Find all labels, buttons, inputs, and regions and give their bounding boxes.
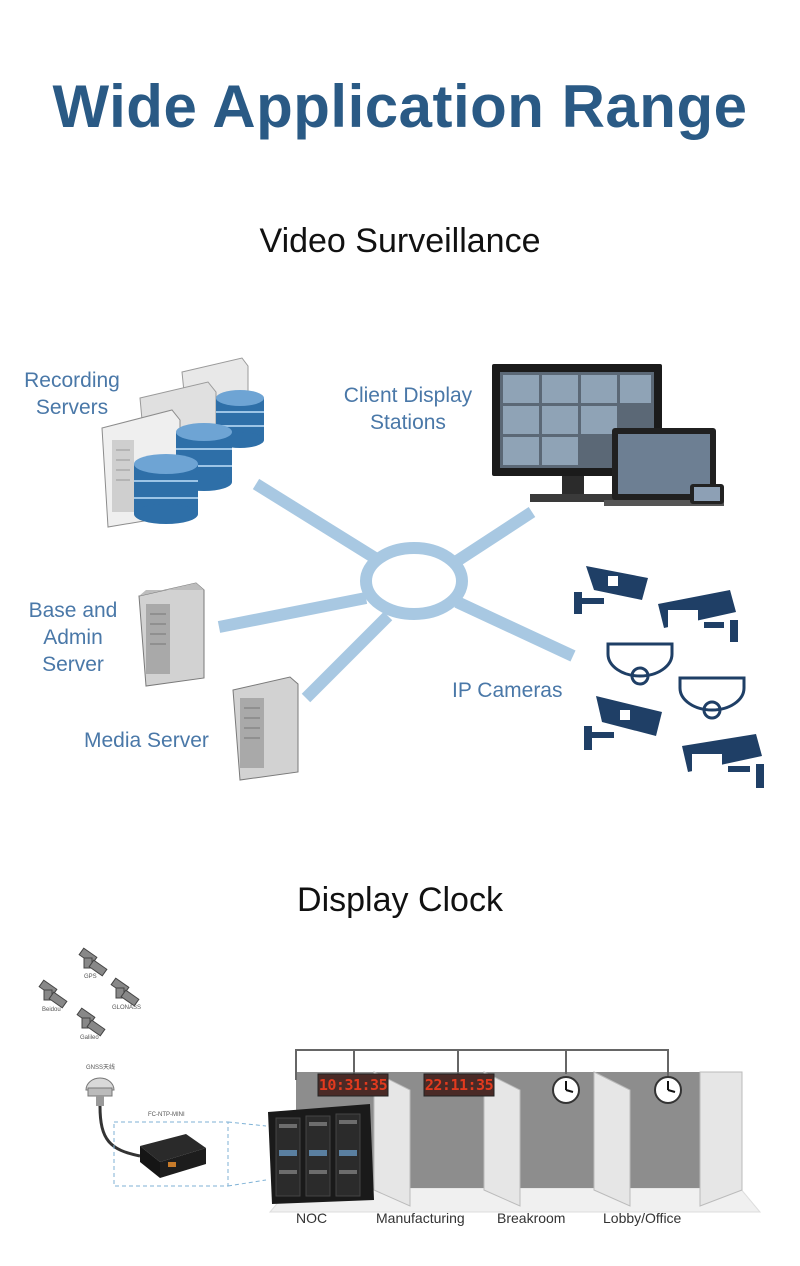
link-client-displays bbox=[453, 506, 536, 567]
label-base-admin-server: Base and Admin Server bbox=[28, 599, 118, 676]
satellite-label-glonass: GLONASS bbox=[112, 1005, 142, 1011]
zone-label-manufacturing: Manufacturing bbox=[376, 1210, 465, 1226]
led-display bbox=[317, 1073, 389, 1097]
satellite-label-beidou: Beidou bbox=[42, 1007, 61, 1013]
dome-camera-icon bbox=[606, 642, 674, 686]
client-display-icon bbox=[492, 364, 724, 506]
dome-camera-icon bbox=[678, 676, 746, 720]
display-clock-diagram bbox=[38, 947, 762, 1213]
satellite-icon bbox=[110, 977, 140, 1007]
clock-wiring bbox=[295, 1049, 669, 1080]
device-enclosure bbox=[113, 1121, 229, 1187]
label-media-server: Media Server bbox=[84, 729, 209, 752]
zone-label-breakroom: Breakroom bbox=[497, 1210, 566, 1226]
satellite-label-gps: GPS bbox=[84, 974, 97, 980]
antenna-label: GNSS天线 bbox=[86, 1065, 116, 1071]
analog-clock-icon bbox=[552, 1076, 580, 1104]
page-title: Wide Application Range bbox=[52, 73, 748, 140]
ip-camera-icon bbox=[658, 590, 738, 642]
link-recording-servers bbox=[252, 478, 379, 564]
database-icon bbox=[134, 454, 198, 524]
network-hub bbox=[360, 542, 468, 620]
display-clock-heading: Display Clock bbox=[297, 881, 503, 919]
ip-camera-icon bbox=[682, 734, 764, 788]
network-lines bbox=[217, 478, 576, 703]
label-client-display-stations: Client Display Stations bbox=[343, 384, 473, 434]
label-ip-cameras: IP Cameras bbox=[452, 679, 563, 702]
device-label: FC-NTP-MINI bbox=[148, 1112, 185, 1118]
link-media-server bbox=[301, 611, 393, 703]
ip-camera-icon bbox=[584, 696, 662, 750]
satellite-icon bbox=[78, 947, 108, 977]
link-ip-cameras bbox=[454, 596, 576, 662]
label-recording-servers: Recording Servers bbox=[24, 369, 120, 419]
satellite-icon bbox=[76, 1007, 106, 1037]
base-admin-server-icon bbox=[138, 582, 205, 687]
recording-servers-icon bbox=[101, 357, 264, 528]
media-server-icon bbox=[232, 676, 299, 781]
gnss-antenna-icon bbox=[85, 1077, 141, 1158]
ntp-device-icon bbox=[140, 1134, 206, 1178]
link-base-admin-server bbox=[217, 592, 368, 633]
led-display-time-1: 10:31:35 bbox=[318, 1076, 388, 1094]
led-display-time-2: 22:11:35 bbox=[424, 1076, 494, 1094]
zone-label-lobby-office: Lobby/Office bbox=[603, 1210, 682, 1226]
video-surveillance-heading: Video Surveillance bbox=[259, 222, 541, 260]
led-display bbox=[423, 1073, 495, 1097]
ip-camera-icon bbox=[574, 566, 648, 614]
satellite-label-galileo: Galileo bbox=[80, 1035, 99, 1041]
analog-clock-icon bbox=[654, 1076, 682, 1104]
zone-label-noc: NOC bbox=[296, 1210, 328, 1226]
server-racks-icon bbox=[268, 1104, 374, 1204]
satellite-icon bbox=[38, 979, 68, 1009]
